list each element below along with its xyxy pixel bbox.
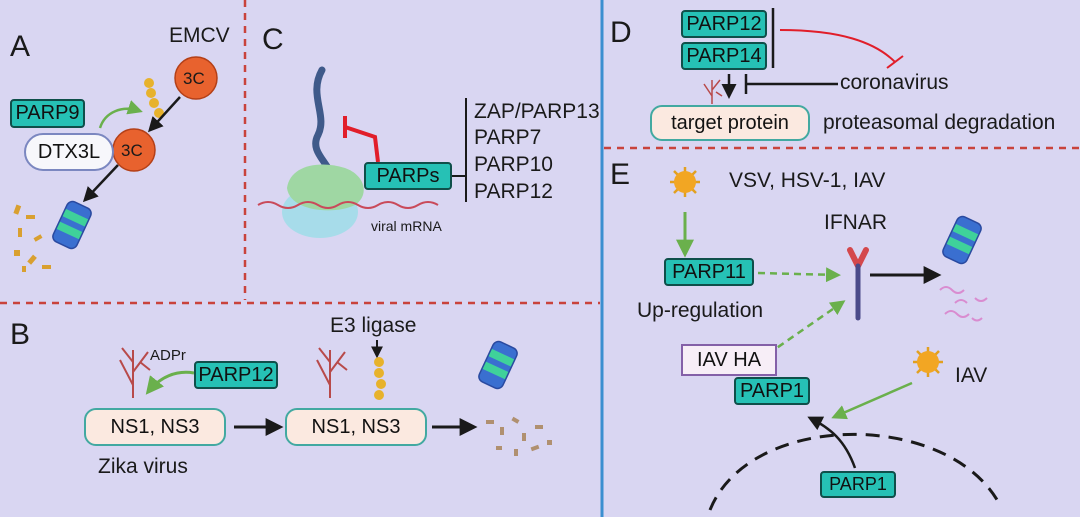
parp-member-1: ZAP/PARP13	[474, 100, 600, 123]
protease-3c-top-shape	[174, 56, 218, 100]
iav-ha-box: IAV HA	[681, 344, 777, 376]
adpr-tree-right	[316, 347, 348, 398]
ns1-ns3-box-left: NS1, NS3	[84, 408, 226, 446]
panel-e-letter: E	[610, 158, 631, 191]
e3-ligase-label: E3 ligase	[330, 314, 417, 337]
panel-c-graphics	[257, 66, 467, 238]
viral-mrna-strand	[257, 201, 439, 209]
virus-icon-top	[670, 167, 700, 197]
parp-member-2: PARP7	[474, 126, 542, 149]
panel-e-graphics	[670, 167, 1002, 511]
vsv-hsv-iav-label: VSV, HSV-1, IAV	[729, 169, 886, 192]
parp11-box: PARP11	[664, 258, 754, 286]
coronavirus-label: coronavirus	[840, 71, 949, 94]
parp-to-coronavirus-inhibition	[779, 29, 896, 63]
protease-3c-bottom-label: 3C	[121, 141, 143, 160]
parps-inhibition-arrow	[344, 125, 380, 163]
target-protein-box: target protein	[650, 105, 810, 141]
parp12-box-d: PARP12	[681, 10, 767, 38]
ubiquitin-chain-a	[144, 78, 164, 118]
protease-3c-top-label: 3C	[183, 69, 205, 88]
adpr-label: ADPr	[150, 347, 186, 364]
parp9-box: PARP9	[10, 99, 85, 128]
peptide-fragments-a	[13, 204, 51, 272]
ribosome-large-subunit	[287, 164, 364, 211]
ifnar-label: IFNAR	[824, 211, 887, 234]
dtx3l-box: DTX3L	[24, 133, 114, 171]
panel-b-letter: B	[10, 318, 31, 351]
ifnar-receptor	[847, 247, 869, 321]
viral-mrna-label: viral mRNA	[371, 218, 442, 234]
parps-box: PARPs	[364, 162, 452, 190]
parp-member-3: PARP10	[474, 153, 553, 176]
parp12-box-b: PARP12	[194, 361, 278, 389]
panel-b-graphics	[119, 338, 552, 456]
peptide-fragments-b	[486, 416, 552, 456]
panel-a-letter: A	[10, 30, 31, 63]
panel-d-graphics	[703, 8, 904, 104]
parp14-box-d: PARP14	[681, 42, 767, 70]
zika-virus-label: Zika virus	[98, 455, 188, 478]
adpr-tree-d	[703, 79, 723, 104]
degraded-fragments-e	[939, 286, 988, 322]
nascent-peptide	[312, 66, 334, 176]
panel-c-letter: C	[262, 23, 284, 56]
nuclear-envelope	[708, 432, 1002, 511]
parp1-box-bottom: PARP1	[820, 471, 896, 498]
panel-d-letter: D	[610, 16, 632, 49]
adpr-tree-left	[119, 347, 151, 398]
parp1-box-top: PARP1	[734, 377, 810, 405]
parp-member-4: PARP12	[474, 180, 553, 203]
ns1-ns3-box-right: NS1, NS3	[285, 408, 427, 446]
iav-label: IAV	[955, 364, 988, 387]
proteasomal-degradation-label: proteasomal degradation	[823, 111, 1056, 134]
up-regulation-label: Up-regulation	[637, 299, 764, 322]
virus-icon-bottom	[913, 347, 943, 377]
emcv-label: EMCV	[169, 24, 230, 47]
panel-a-graphics	[13, 56, 218, 272]
ubiquitin-chain-b	[374, 357, 386, 400]
